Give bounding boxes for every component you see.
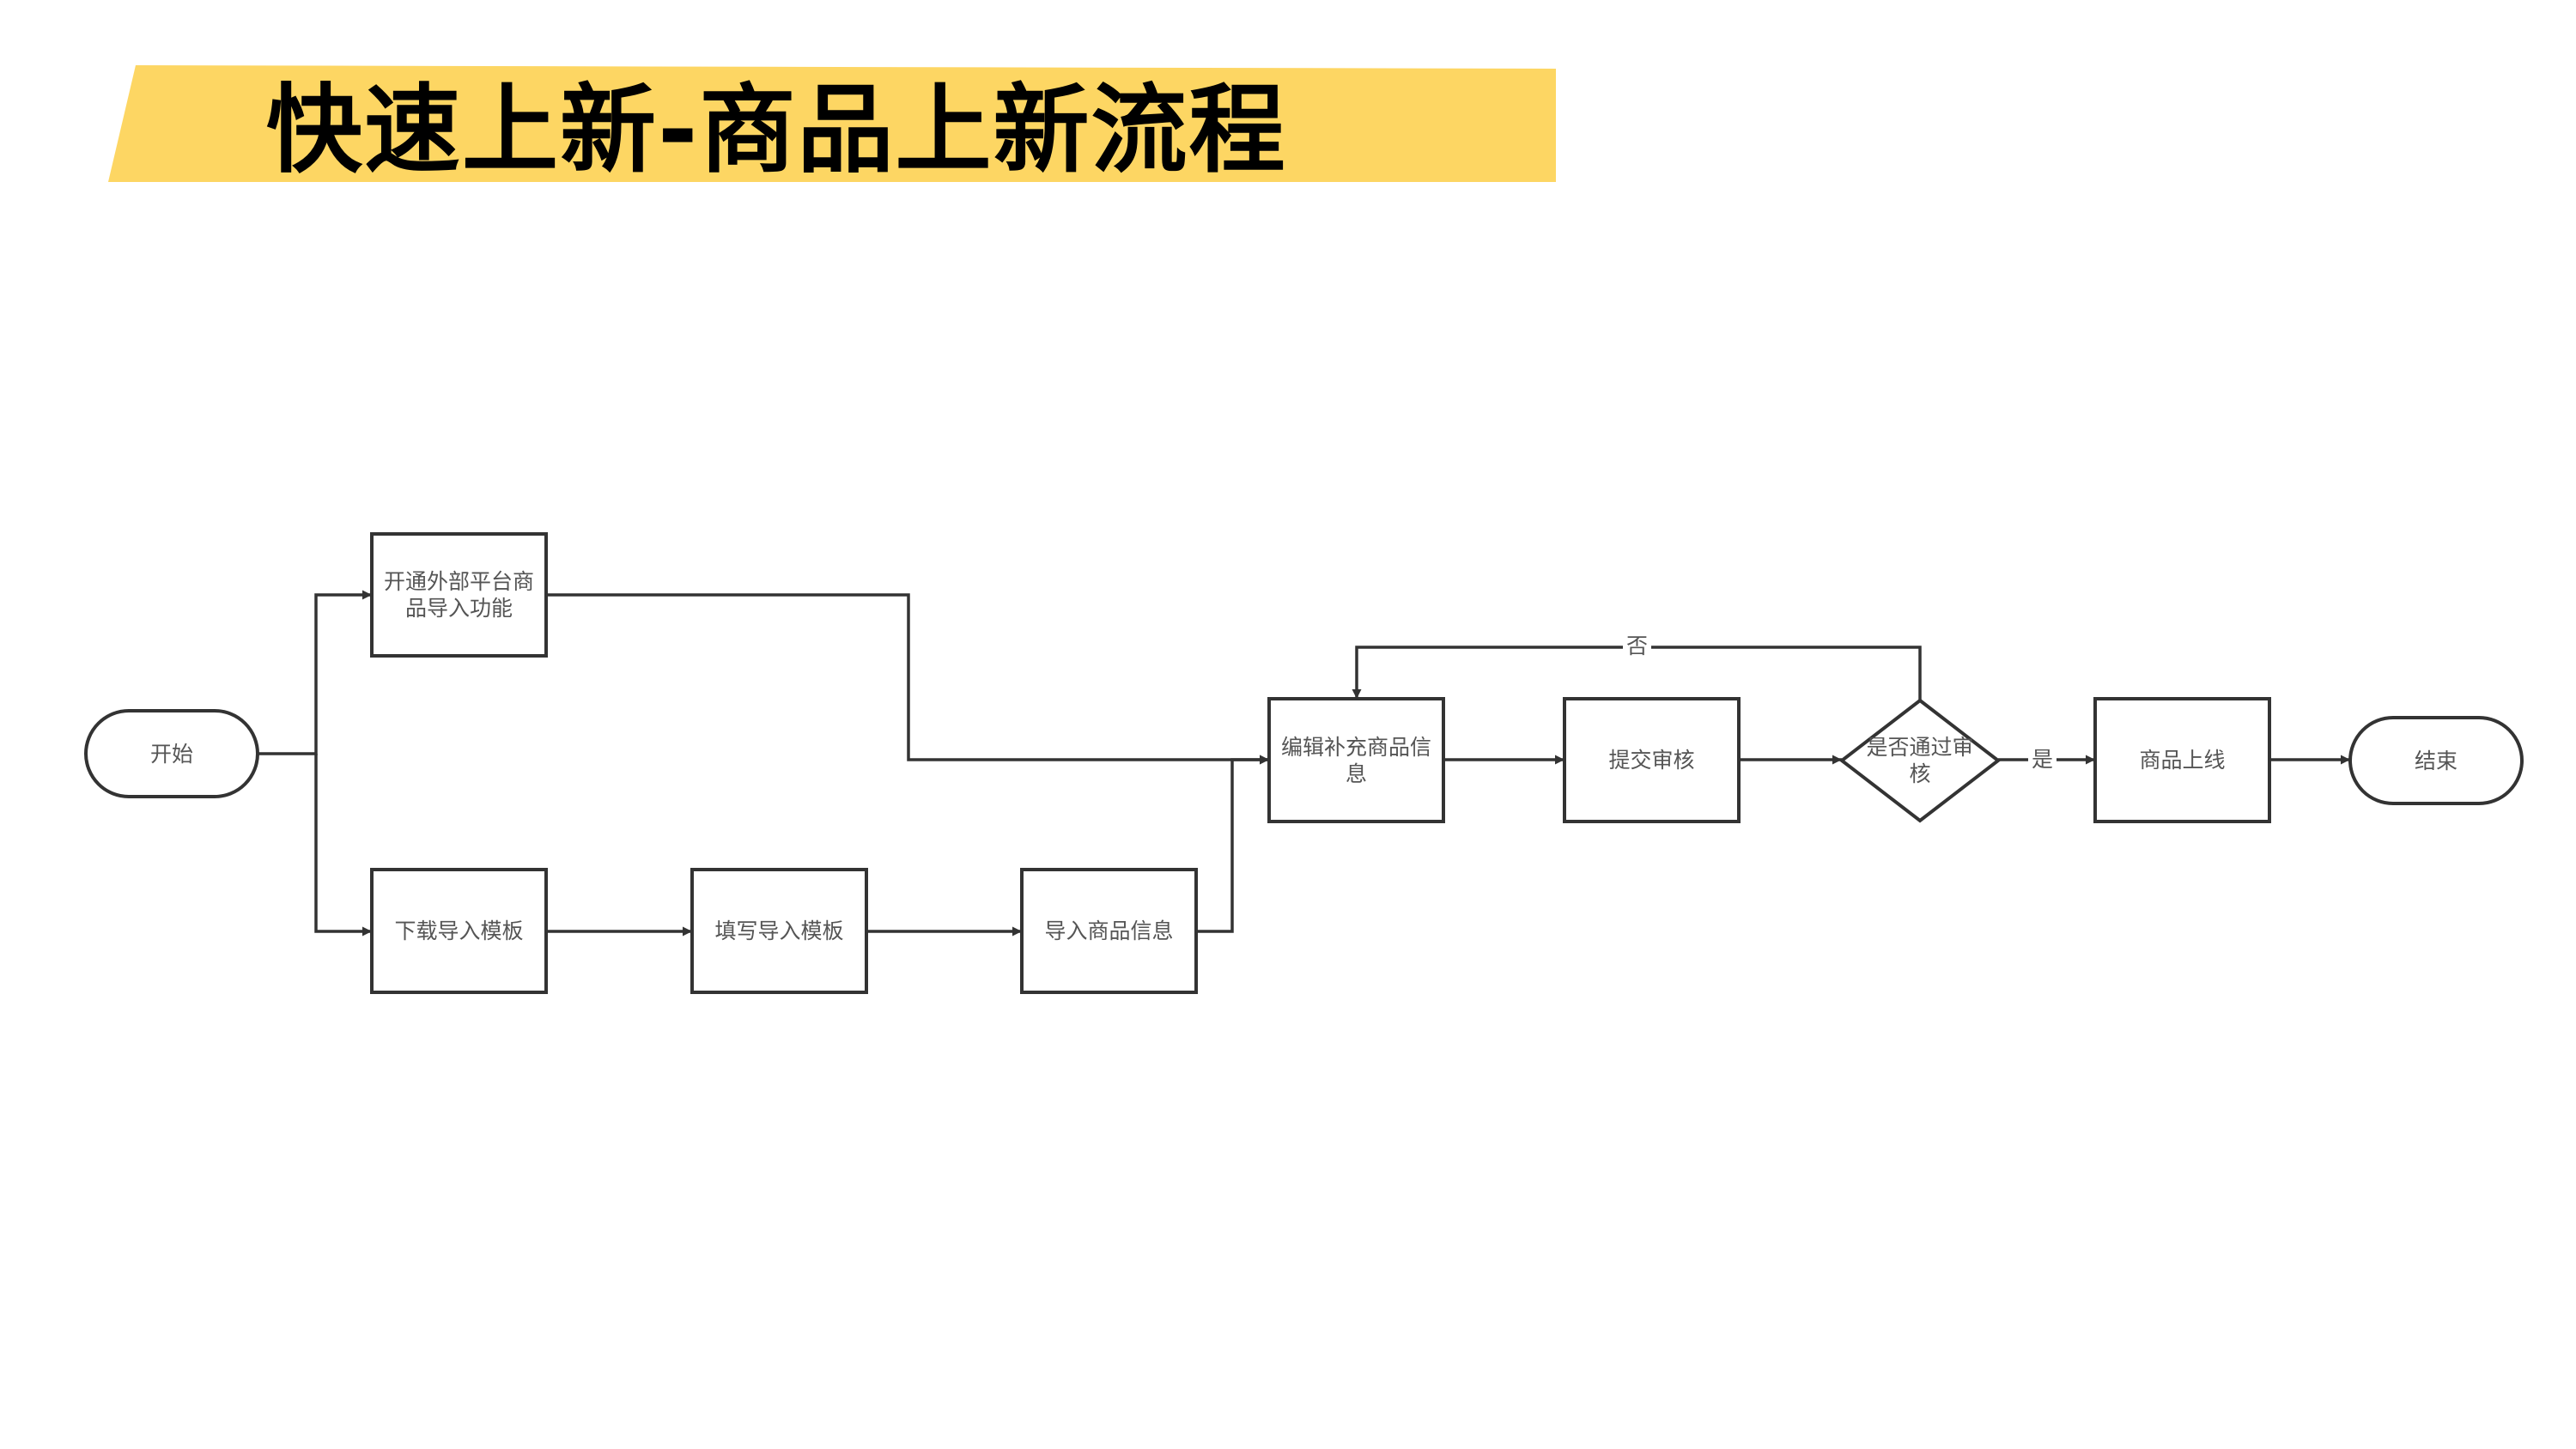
edge-start-download-template [314, 754, 372, 937]
node-open-import-label: 开通外部平台商品导入功能 [383, 569, 534, 621]
title-banner-shape [108, 65, 1556, 182]
node-pass-review-label: 是否通过审核 [1866, 735, 1974, 786]
node-submit-review: 提交审核 [1564, 699, 1739, 822]
node-fill-template-label: 填写导入模板 [714, 919, 844, 943]
edge-label-no: 否 [1623, 634, 1652, 658]
node-pass-review: 是否通过审核 [1860, 716, 1980, 805]
node-edit-info-label: 编辑补充商品信息 [1280, 734, 1431, 786]
edge-open-import-edit [546, 593, 1269, 765]
page-title: 快速上新-商品上新流程 [266, 75, 1287, 186]
title-banner [108, 65, 1556, 182]
node-end-label: 结束 [2414, 748, 2458, 773]
edge-import-edit [1196, 755, 1269, 933]
node-open-import: 开通外部平台商品导入功能 [372, 534, 546, 656]
node-end: 结束 [2350, 718, 2522, 803]
node-start-label: 开始 [149, 741, 193, 767]
node-import-info: 导入商品信息 [1022, 870, 1196, 992]
node-go-online-label: 商品上线 [2139, 748, 2226, 773]
node-fill-template: 填写导入模板 [692, 870, 866, 992]
node-edit-info: 编辑补充商品信息 [1269, 699, 1443, 822]
node-submit-review-label: 提交审核 [1608, 748, 1695, 773]
node-pass-review-shape [1838, 698, 2002, 823]
node-download-template: 下载导入模板 [372, 870, 546, 992]
node-start: 开始 [86, 711, 258, 797]
node-download-template-label: 下载导入模板 [394, 919, 524, 943]
edge-label-yes: 是 [2028, 748, 2057, 772]
node-import-info-label: 导入商品信息 [1044, 919, 1174, 943]
edge-start-open-import [258, 590, 372, 755]
node-go-online: 商品上线 [2095, 699, 2269, 822]
